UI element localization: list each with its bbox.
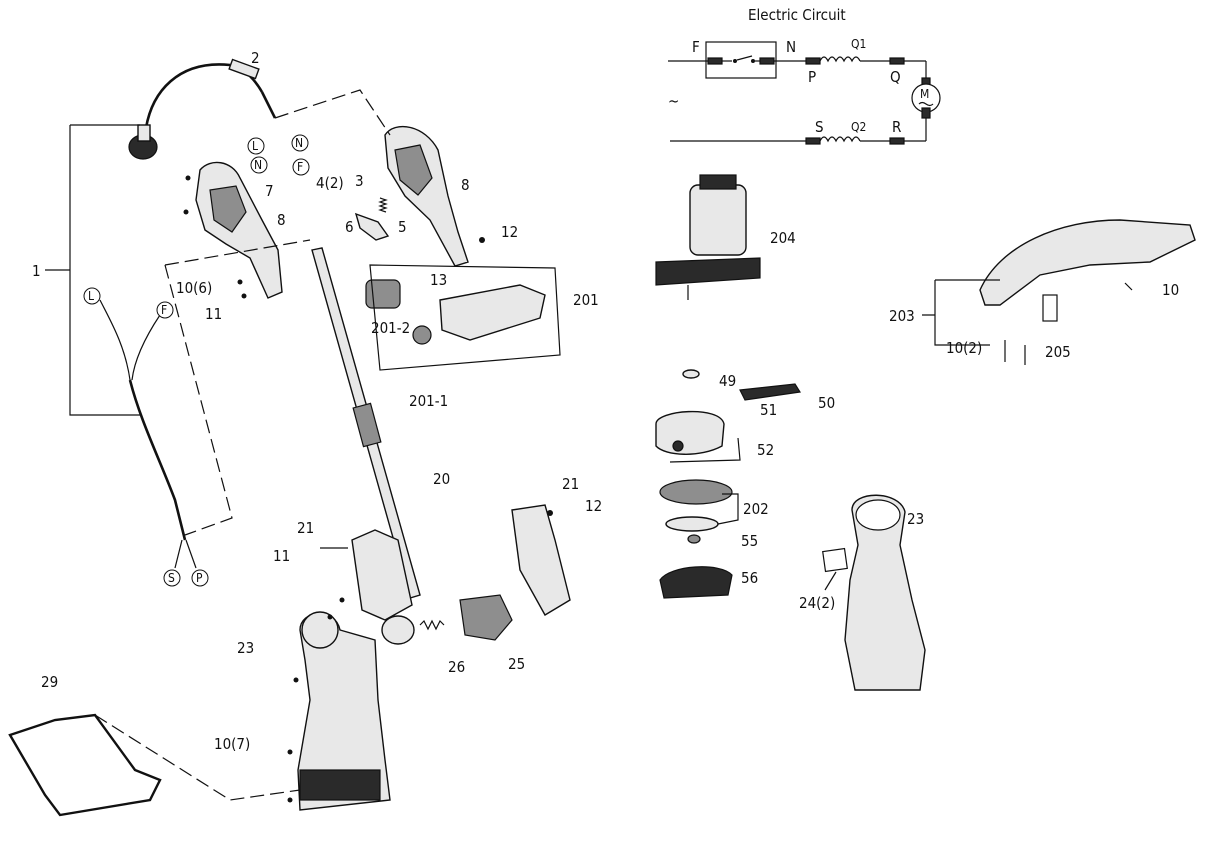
marker-s: S bbox=[168, 571, 175, 585]
part-label-21a: 21 bbox=[297, 519, 314, 537]
electric-circuit: Electric Circuit F N M P Q Q1 S Q bbox=[668, 6, 941, 145]
part-label-20: 20 bbox=[433, 470, 450, 488]
part-label-29: 29 bbox=[41, 673, 58, 691]
part-label-21b: 21 bbox=[562, 475, 579, 493]
part-label-24-2: 24(2) bbox=[799, 594, 835, 612]
circuit-label-q: Q bbox=[890, 68, 901, 86]
part-label-2: 2 bbox=[251, 49, 260, 67]
part-label-10-6: 10(6) bbox=[176, 279, 212, 297]
nut-55 bbox=[687, 534, 701, 544]
part-label-10: 10 bbox=[1162, 281, 1179, 299]
marker-n1: N bbox=[295, 136, 303, 150]
motor-housing-right bbox=[844, 494, 926, 691]
part-label-56: 56 bbox=[741, 569, 758, 587]
circuit-label-q2: Q2 bbox=[851, 120, 866, 134]
part-label-49: 49 bbox=[719, 372, 736, 390]
part-label-1: 1 bbox=[32, 262, 41, 280]
part-label-6: 6 bbox=[345, 218, 354, 236]
part-label-51: 51 bbox=[760, 401, 777, 419]
wire-markers: L N N F L F S P bbox=[83, 134, 310, 587]
circuit-label-q1: Q1 bbox=[851, 37, 866, 51]
part-label-204: 204 bbox=[770, 229, 796, 247]
gear-25 bbox=[459, 594, 513, 641]
part-label-23b: 23 bbox=[907, 510, 924, 528]
washer-49 bbox=[682, 369, 700, 379]
circuit-label-ac: ~ bbox=[668, 92, 679, 110]
part-label-23a: 23 bbox=[237, 639, 254, 657]
handle-half-right bbox=[384, 125, 469, 267]
motor-204 bbox=[655, 174, 761, 300]
marker-f1: F bbox=[297, 160, 303, 174]
part-label-205: 205 bbox=[1045, 343, 1071, 361]
lock-knob bbox=[365, 279, 401, 309]
part-label-4: 4(2) bbox=[316, 174, 344, 192]
part-label-50: 50 bbox=[818, 394, 835, 412]
part-label-13: 13 bbox=[430, 271, 447, 289]
part-label-10-2: 10(2) bbox=[946, 339, 982, 357]
marker-l1: L bbox=[252, 139, 258, 153]
part-label-10-7: 10(7) bbox=[214, 735, 250, 753]
part-label-12b: 12 bbox=[585, 497, 602, 515]
part-labels: 1 2 3 4(2) 5 6 7 8 8 10(6) 11 12 13 201 … bbox=[32, 49, 1179, 753]
handle-cover-21 bbox=[351, 529, 413, 621]
part-label-203: 203 bbox=[889, 307, 915, 325]
grass-guard bbox=[979, 219, 1196, 306]
switch-box bbox=[705, 41, 777, 79]
assist-handle-201 bbox=[439, 284, 546, 341]
part-label-8a: 8 bbox=[277, 211, 286, 229]
label-24 bbox=[822, 547, 848, 573]
circuit-label-f: F bbox=[692, 38, 700, 56]
spool-housing-52 bbox=[655, 410, 725, 455]
part-label-52: 52 bbox=[757, 441, 774, 459]
circuit-label-p: P bbox=[808, 68, 816, 86]
marker-l2: L bbox=[88, 289, 94, 303]
part-label-201-2: 201-2 bbox=[371, 319, 410, 337]
part-label-25: 25 bbox=[508, 655, 525, 673]
internal-wire-harness bbox=[128, 379, 187, 541]
part-label-26: 26 bbox=[448, 658, 465, 676]
marker-f2: F bbox=[161, 303, 167, 317]
part-label-11b: 11 bbox=[273, 547, 290, 565]
part-label-201-1: 201-1 bbox=[409, 392, 448, 410]
circuit-label-r: R bbox=[892, 118, 901, 136]
circuit-label-m: M bbox=[920, 87, 929, 101]
spool-cap-56 bbox=[659, 566, 733, 599]
spool-202 bbox=[659, 479, 733, 505]
label-205 bbox=[1042, 294, 1058, 322]
circuit-label-s: S bbox=[815, 118, 824, 136]
part-label-201: 201 bbox=[573, 291, 599, 309]
handle-cover-21-right bbox=[511, 504, 571, 616]
spring-51-50 bbox=[739, 383, 801, 401]
part-label-55: 55 bbox=[741, 532, 758, 550]
part-label-3: 3 bbox=[355, 172, 364, 190]
part-label-12a: 12 bbox=[501, 223, 518, 241]
edge-guard bbox=[8, 713, 162, 817]
circuit-label-n: N bbox=[786, 38, 796, 56]
screws-left bbox=[183, 175, 553, 803]
marker-n2: N bbox=[254, 158, 262, 172]
part-label-7: 7 bbox=[265, 182, 274, 200]
power-cable bbox=[128, 58, 277, 160]
part-label-5: 5 bbox=[398, 218, 407, 236]
marker-p: P bbox=[196, 571, 203, 585]
switch-lever bbox=[354, 212, 390, 241]
circuit-title: Electric Circuit bbox=[748, 6, 846, 24]
part-label-11a: 11 bbox=[205, 305, 222, 323]
part-label-8b: 8 bbox=[461, 176, 470, 194]
part-label-202: 202 bbox=[743, 500, 769, 518]
